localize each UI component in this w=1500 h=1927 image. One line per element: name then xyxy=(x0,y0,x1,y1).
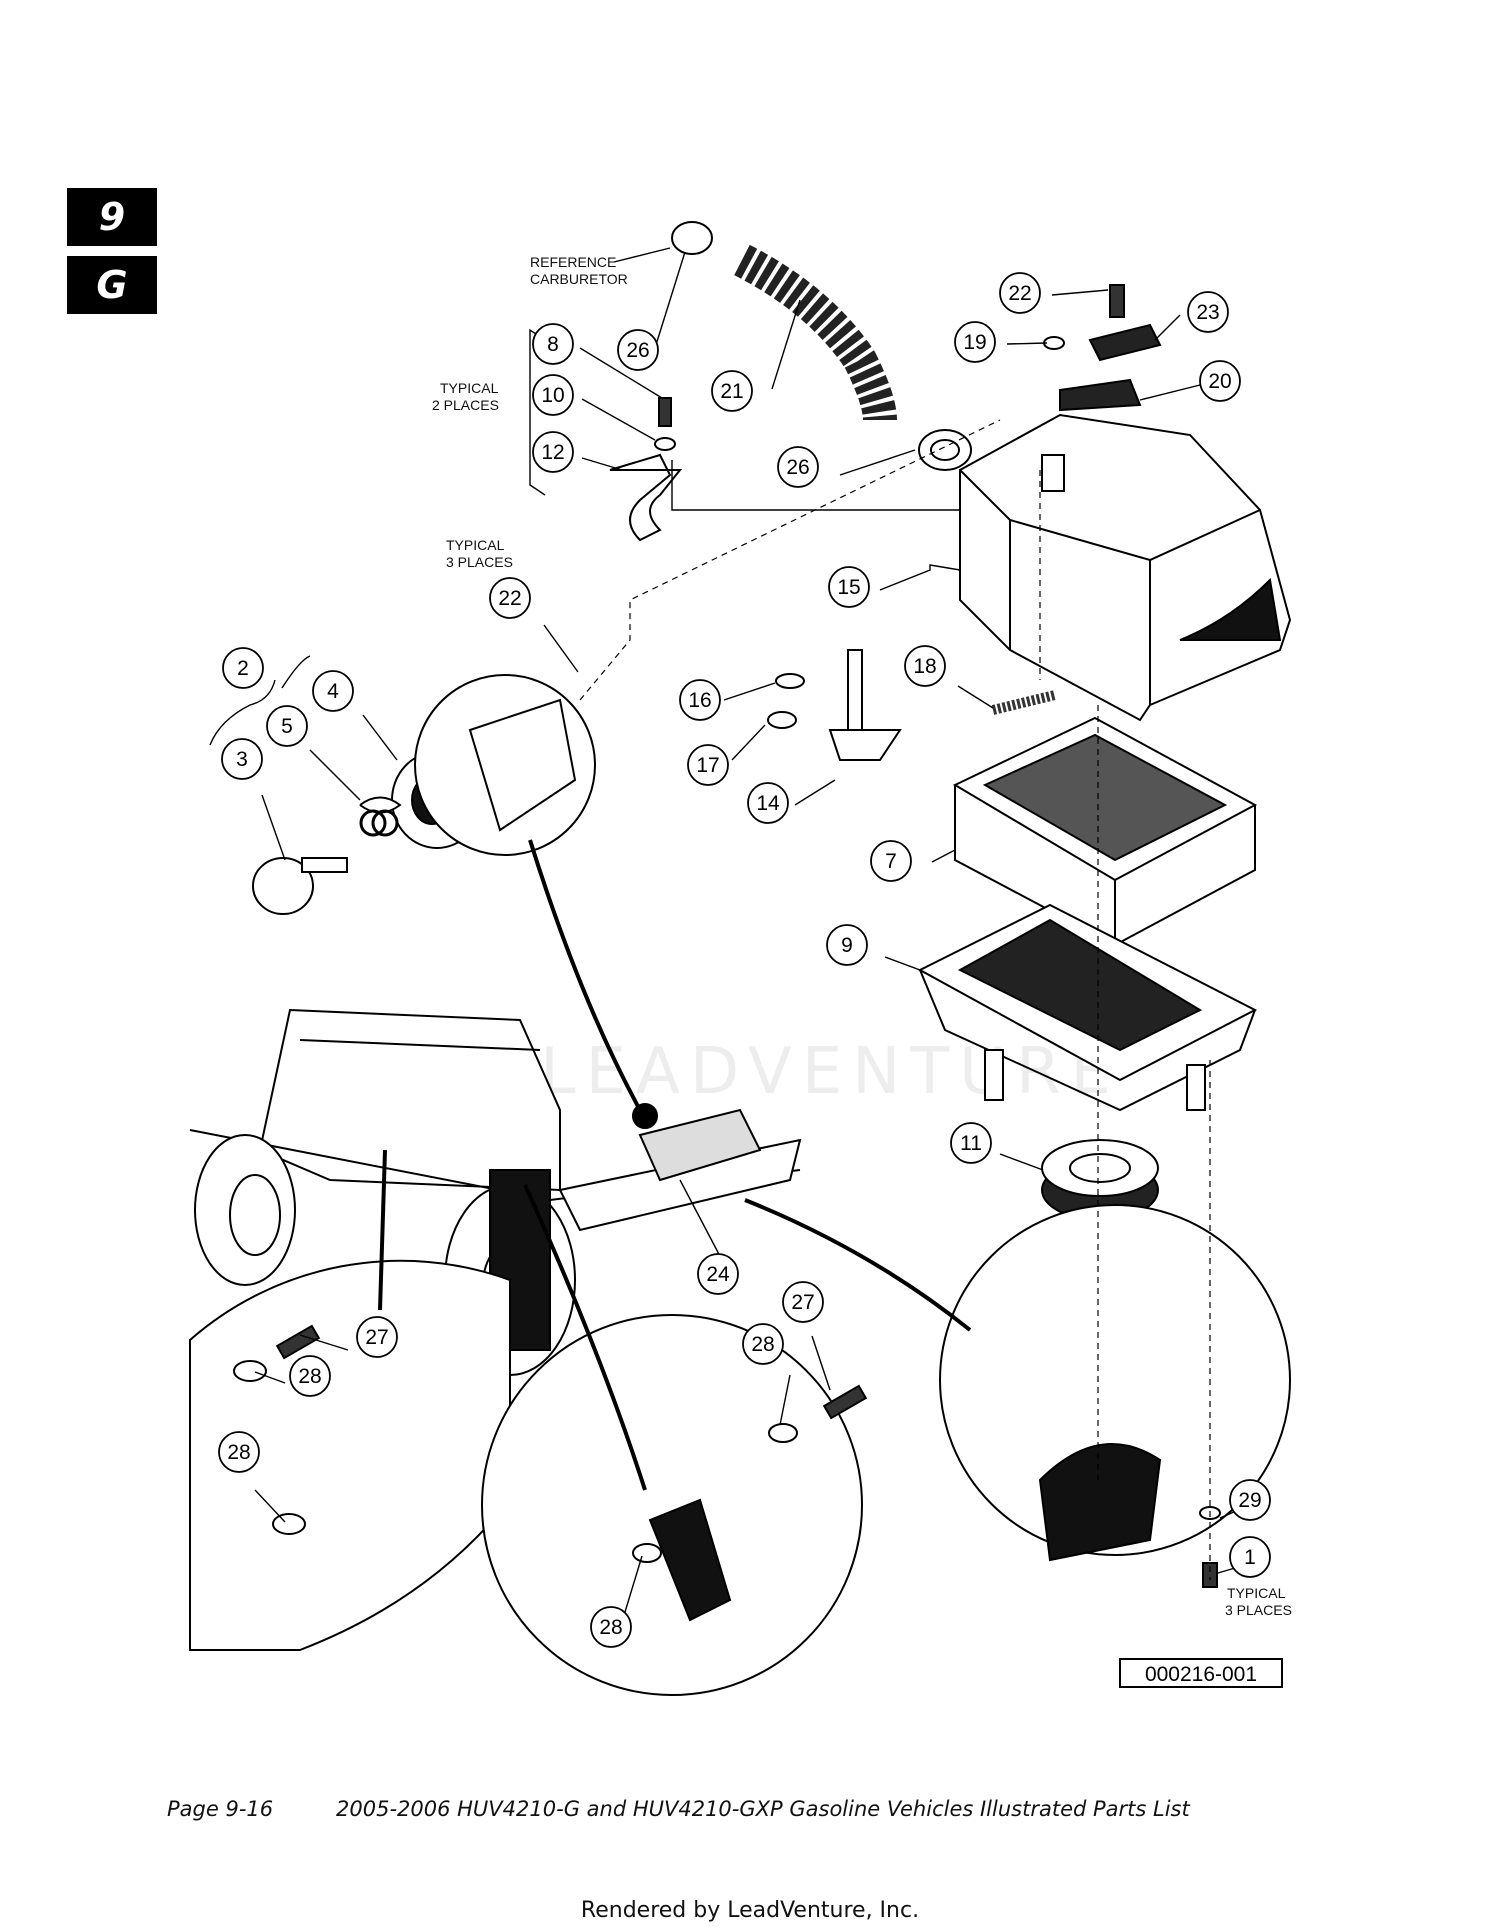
callout-c26a: 26 xyxy=(617,329,659,371)
svg-text:TYPICAL: TYPICAL xyxy=(440,380,499,396)
choke-knob-drawing xyxy=(252,674,596,915)
watermark-text: LEADVENTURE xyxy=(540,1035,1121,1109)
callout-label: 3 xyxy=(236,748,248,771)
callout-label: 4 xyxy=(327,680,339,703)
svg-text:REFERENCE: REFERENCE xyxy=(530,254,616,270)
callout-c29: 29 xyxy=(1229,1479,1271,1521)
callout-c26b: 26 xyxy=(777,446,819,488)
air-cleaner-base-drawing xyxy=(917,903,1258,1112)
section-tab-letter: G xyxy=(67,256,157,314)
note-typical-2-places: TYPICAL 2 PLACES xyxy=(432,380,499,413)
callout-c28a: 28 xyxy=(289,1355,331,1397)
section-tab-number: 9 xyxy=(67,188,157,246)
callout-c15: 15 xyxy=(828,566,870,608)
callout-label: 23 xyxy=(1196,301,1219,324)
callout-c23: 23 xyxy=(1187,291,1229,333)
callout-label: 20 xyxy=(1208,370,1231,393)
callout-label: 27 xyxy=(791,1291,814,1314)
callout-c27b: 27 xyxy=(782,1281,824,1323)
air-cleaner-cover-drawing xyxy=(959,413,1292,722)
air-filter-drawing xyxy=(952,716,1258,947)
note-typical-3-places-top: TYPICAL 3 PLACES xyxy=(446,537,513,570)
callout-c28c: 28 xyxy=(742,1323,784,1365)
note-reference-carburetor: REFERENCE CARBURETOR xyxy=(530,254,628,287)
callout-c16: 16 xyxy=(679,679,721,721)
callout-label: 28 xyxy=(227,1441,250,1464)
callout-c22a: 22 xyxy=(999,272,1041,314)
callout-label: 2 xyxy=(237,657,249,680)
callout-label: 5 xyxy=(281,715,293,738)
callout-c22b: 22 xyxy=(489,577,531,619)
callout-c14: 14 xyxy=(747,782,789,824)
clip-drawing xyxy=(1043,284,1162,412)
callout-c3: 3 xyxy=(221,738,263,780)
callout-c10: 10 xyxy=(532,374,574,416)
callout-c8: 8 xyxy=(532,323,574,365)
footer-title: 2005-2006 HUV4210-G and HUV4210-GXP Gaso… xyxy=(336,1797,1190,1821)
callout-label: 12 xyxy=(541,441,564,464)
callout-label: 22 xyxy=(1008,282,1031,305)
callout-label: 21 xyxy=(720,380,743,403)
note-typical-3-places-bottom: TYPICAL 3 PLACES xyxy=(1225,1585,1292,1618)
callout-layer: 2621810122622231920152218161714245379112… xyxy=(218,272,1271,1648)
callout-label: 26 xyxy=(626,339,649,362)
callout-label: 29 xyxy=(1238,1489,1261,1512)
callout-c4: 4 xyxy=(312,670,354,712)
callout-c21: 21 xyxy=(711,370,753,412)
callout-c17: 17 xyxy=(687,744,729,786)
callout-label: 26 xyxy=(786,456,809,479)
callout-label: 17 xyxy=(696,754,719,777)
detail-circles-drawing xyxy=(189,1204,1291,1696)
callout-c19: 19 xyxy=(954,321,996,363)
callout-label: 9 xyxy=(841,934,853,957)
rendered-by-credit: Rendered by LeadVenture, Inc. xyxy=(580,1898,920,1923)
footer-page-number: Page 9-16 xyxy=(167,1797,274,1821)
callout-c1: 1 xyxy=(1229,1536,1271,1578)
callout-c20: 20 xyxy=(1199,360,1241,402)
callout-label: 19 xyxy=(963,331,986,354)
callout-label: 28 xyxy=(751,1333,774,1356)
callout-label: 1 xyxy=(1244,1546,1256,1569)
callout-c28d: 28 xyxy=(590,1606,632,1648)
intake-hose-drawing xyxy=(671,221,972,471)
svg-text:TYPICAL: TYPICAL xyxy=(446,537,505,553)
callout-label: 16 xyxy=(688,689,711,712)
callout-c7: 7 xyxy=(870,840,912,882)
callout-c18: 18 xyxy=(904,645,946,687)
seal-drawing xyxy=(1041,1139,1159,1221)
svg-text:2 PLACES: 2 PLACES xyxy=(432,397,499,413)
callout-label: 14 xyxy=(756,792,780,815)
callout-c5: 5 xyxy=(266,705,308,747)
callout-label: 8 xyxy=(547,333,559,356)
svg-text:3 PLACES: 3 PLACES xyxy=(1225,1602,1292,1618)
callout-label: 24 xyxy=(706,1263,730,1286)
callout-label: 11 xyxy=(960,1132,982,1155)
detail-arrows xyxy=(378,839,972,1491)
svg-text:000216-001: 000216-001 xyxy=(1145,1663,1257,1686)
svg-text:3 PLACES: 3 PLACES xyxy=(446,554,513,570)
callout-c12: 12 xyxy=(532,431,574,473)
svg-text:TYPICAL: TYPICAL xyxy=(1227,1585,1286,1601)
callout-label: 10 xyxy=(541,384,564,407)
callout-label: 15 xyxy=(837,576,860,599)
choke-linkage-drawing xyxy=(767,649,1057,761)
bracket-drawing xyxy=(609,397,683,542)
callout-c27a: 27 xyxy=(356,1316,398,1358)
callout-c11: 11 xyxy=(950,1122,992,1164)
callout-label: 28 xyxy=(298,1365,321,1388)
callout-label: 28 xyxy=(599,1616,622,1639)
figure-id-box: 000216-001 xyxy=(1119,1658,1283,1688)
callout-label: 18 xyxy=(913,655,936,678)
callout-c2: 2 xyxy=(222,647,264,689)
callout-c9: 9 xyxy=(826,924,868,966)
svg-text:CARBURETOR: CARBURETOR xyxy=(530,271,628,287)
callout-label: 27 xyxy=(365,1326,388,1349)
callout-label: 7 xyxy=(885,850,897,873)
callout-c28b: 28 xyxy=(218,1431,260,1473)
callout-c24: 24 xyxy=(697,1253,739,1295)
callout-label: 22 xyxy=(498,587,521,610)
